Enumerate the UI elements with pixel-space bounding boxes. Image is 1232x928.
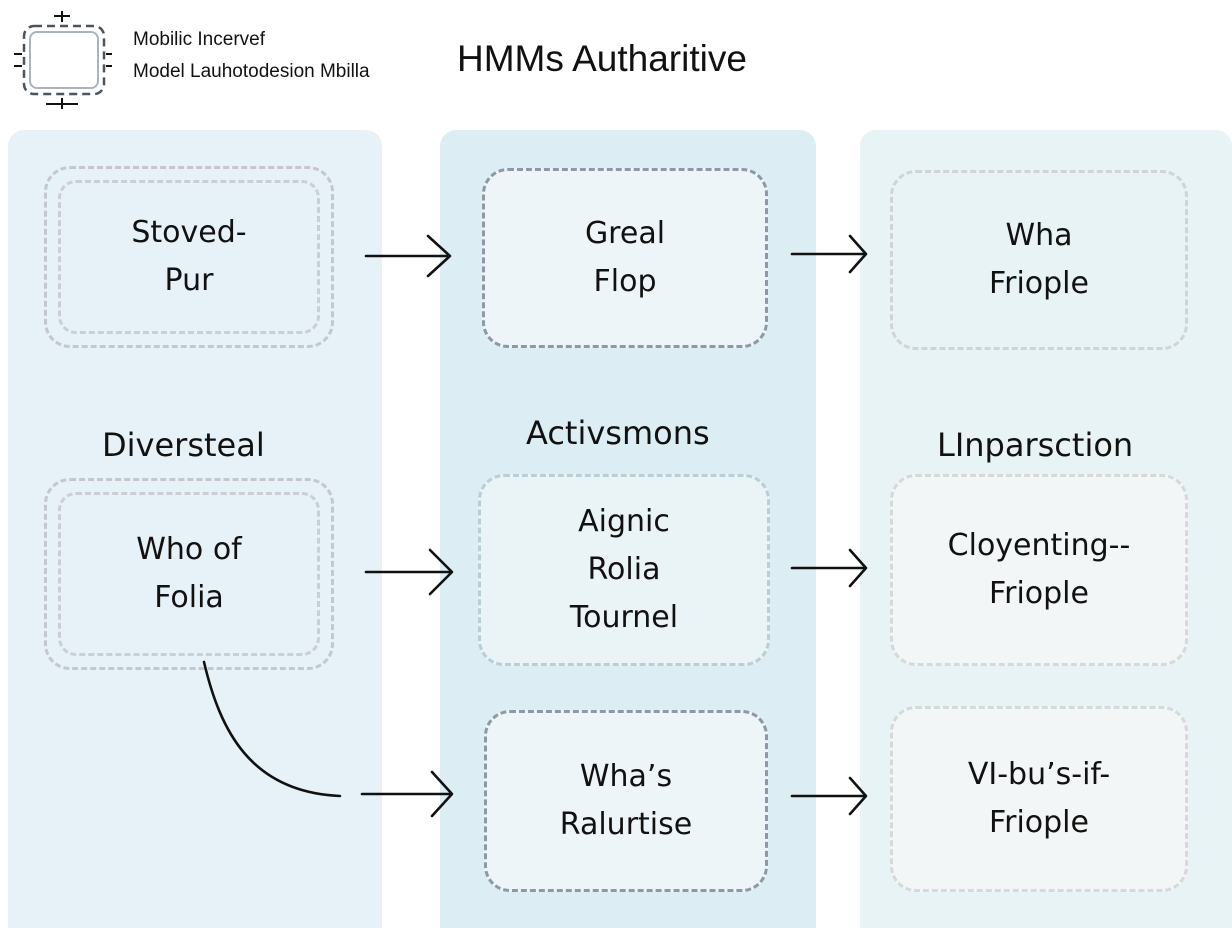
node-aignic-line-2: Rolia [587,552,661,587]
node-cloyenting-friople[interactable]: Cloyenting-- Friople [890,474,1188,666]
node-stoved-line-1: Stoved- [131,215,247,250]
node-great-line-1: Greal [584,216,666,251]
node-aignic-line-3: Tournel [569,600,679,635]
section-label-middle: Activsmons [526,414,710,452]
node-whas-line-1: Wha’s [579,759,673,794]
section-label-left: Diversteal [102,426,265,464]
node-cloyenting-line-1: Cloyenting-- [947,528,1131,563]
node-wha-line-2: Friople [989,266,1089,301]
legend-label-2: Model Lauhotodesion Mbilla [133,61,370,82]
node-vibus-line-2: Friople [989,805,1089,840]
node-whoof-line-2: Folia [154,580,224,615]
node-wha-friople[interactable]: Wha Friople [890,170,1188,350]
node-whoof-line-1: Who of [136,532,242,567]
diagram-title: HMMs Autharitive [457,38,747,79]
section-label-right: LInparsction [937,426,1134,464]
legend-label-1: Mobilic Incervef [133,29,265,50]
node-who-of-folia[interactable]: Who of Folia [44,478,334,670]
node-greal-flop[interactable]: Greal Flop [482,168,768,348]
node-aignic-rolia[interactable]: Aignic Rolia Tournel [478,474,770,666]
node-aignic-line-1: Aignic [578,504,670,539]
legend-node-icon [14,11,112,109]
node-stoved-line-2: Pur [164,263,214,298]
node-stoved[interactable]: Stoved- Pur [44,166,334,348]
node-vibus-friople[interactable]: VI-bu’s-if- Friople [890,706,1188,892]
node-vibus-line-1: VI-bu’s-if- [967,757,1111,792]
node-great-line-2: Flop [593,264,657,299]
node-wha-line-1: Wha [1005,218,1073,253]
node-whas-line-2: Ralurtise [559,807,693,842]
node-whas-ralurtise[interactable]: Wha’s Ralurtise [484,710,768,892]
node-cloyenting-line-2: Friople [989,576,1089,611]
